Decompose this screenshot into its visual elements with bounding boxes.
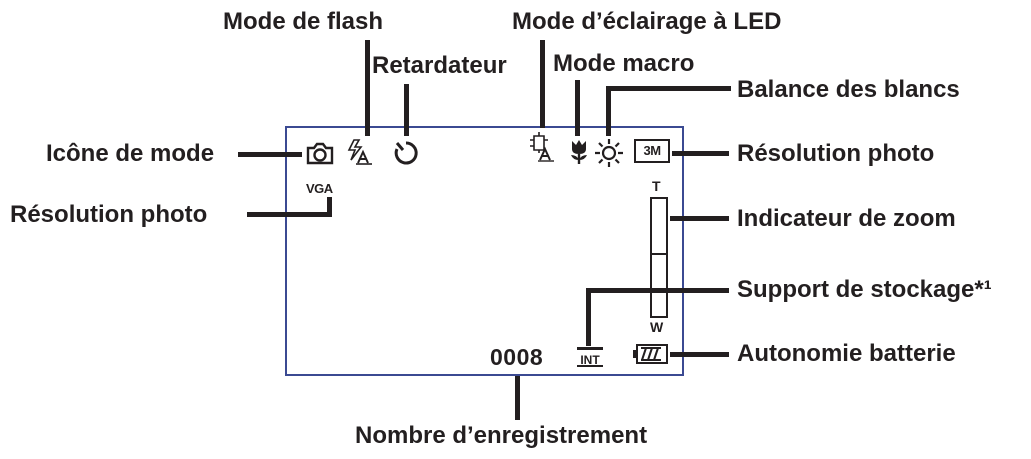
leader-line-record-count xyxy=(515,376,520,420)
label-storage-media: Support de stockage*¹ xyxy=(737,276,992,303)
label-led-mode: Mode d’éclairage à LED xyxy=(512,8,782,35)
leader-line-zoom xyxy=(670,216,729,221)
label-zoom-indicator: Indicateur de zoom xyxy=(737,205,956,232)
leader-line-flash xyxy=(365,40,370,136)
zoom-tele-label: T xyxy=(652,178,661,194)
leader-line-led xyxy=(540,40,545,128)
led-light-icon xyxy=(526,130,556,162)
leader-line-storage-h xyxy=(586,288,729,293)
zoom-bar-divider xyxy=(652,253,666,255)
leader-line-resolution-left-v xyxy=(327,197,332,217)
storage-badge-text: INT xyxy=(580,353,600,367)
record-counter: 0008 xyxy=(490,344,544,370)
internal-memory-icon: INT xyxy=(576,346,604,368)
label-photo-resolution-right: Résolution photo xyxy=(737,140,935,167)
label-mode-icon: Icône de mode xyxy=(46,140,215,167)
label-battery-life: Autonomie batterie xyxy=(737,340,956,367)
camera-lcd-screen xyxy=(285,126,684,376)
label-white-balance: Balance des blancs xyxy=(737,76,960,103)
resolution-vga-text: VGA xyxy=(306,181,333,196)
leader-line-self-timer xyxy=(404,84,409,136)
label-flash-mode: Mode de flash xyxy=(223,8,384,35)
leader-line-resolution-right xyxy=(672,151,729,156)
label-photo-resolution-left: Résolution photo xyxy=(10,201,208,228)
camera-icon xyxy=(305,140,335,166)
leader-line-mode-icon xyxy=(238,152,302,157)
flash-auto-icon xyxy=(346,138,374,166)
macro-flower-icon xyxy=(567,138,591,166)
self-timer-icon xyxy=(392,138,420,166)
label-macro-mode: Mode macro xyxy=(553,50,695,77)
zoom-wide-label: W xyxy=(650,319,664,335)
resolution-badge: 3M xyxy=(634,139,670,163)
battery-icon xyxy=(633,343,669,365)
label-self-timer: Retardateur xyxy=(372,52,507,79)
leader-line-battery xyxy=(670,352,729,357)
white-balance-sun-icon xyxy=(594,138,624,168)
leader-line-storage-v xyxy=(586,288,591,346)
zoom-bar xyxy=(650,197,668,318)
leader-line-resolution-left xyxy=(247,212,329,217)
label-record-count: Nombre d’enregistrement xyxy=(355,422,648,449)
leader-line-macro xyxy=(575,80,580,136)
leader-line-white-balance-h xyxy=(606,86,731,91)
leader-line-white-balance-v xyxy=(606,86,611,136)
